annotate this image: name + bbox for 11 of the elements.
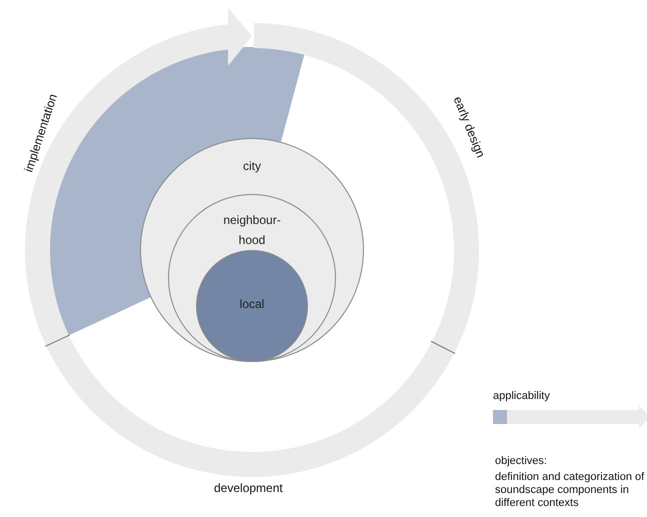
legend-text: applicability <box>493 390 550 402</box>
objectives-text: definition and categorization of soundscape components in different contexts <box>495 471 646 510</box>
local-circle <box>196 250 308 362</box>
node-label: city <box>242 158 262 175</box>
node-label: local <box>238 296 266 313</box>
phase-label: development <box>214 481 283 495</box>
phase-label: early design <box>450 94 488 160</box>
neighbourhood-circle <box>168 194 336 362</box>
city-circle <box>140 138 364 362</box>
node-label: neighbour-hood <box>222 212 282 249</box>
objectives-heading: objectives: <box>495 455 547 467</box>
